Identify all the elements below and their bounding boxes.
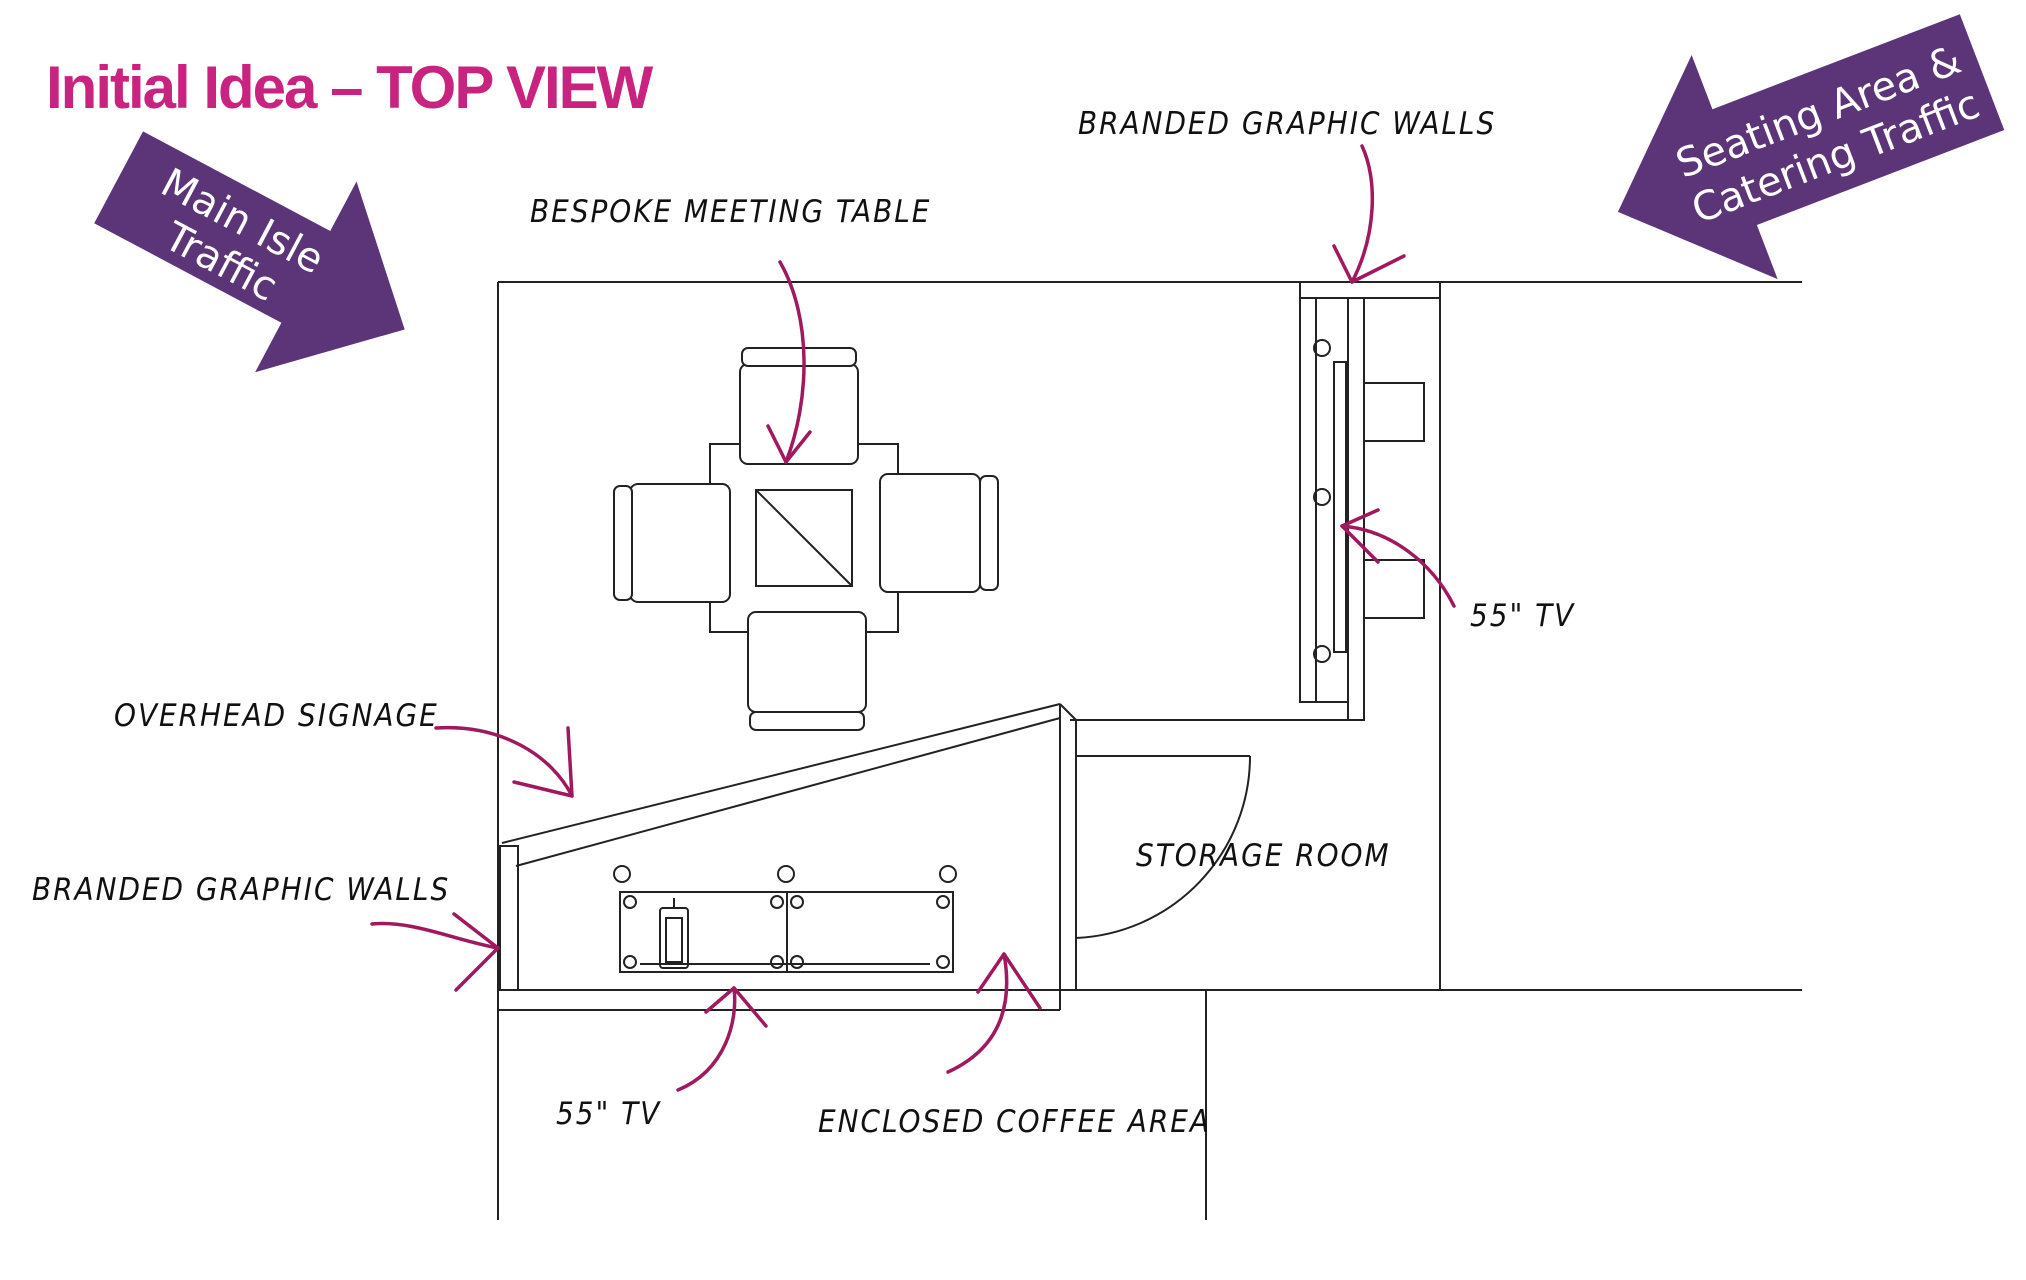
pointer-meeting-table [778,260,806,464]
label-storage-room: STORAGE ROOM [1136,838,1391,874]
main-aisle-traffic-arrow: Main Isle Traffic [94,131,405,373]
pointer-graphic-walls-left [370,921,500,950]
arrow-shape [94,131,405,373]
label-overhead-signage: OVERHEAD SIGNAGE [114,698,439,734]
plan-walls [497,281,1802,1220]
page-title: Initial Idea – TOP VIEW [46,54,654,121]
pointer-overhead-signage [434,725,574,798]
label-tv-right: 55" TV [1470,598,1575,634]
annotation-labels: BESPOKE MEETING TABLE BRANDED GRAPHIC WA… [32,106,1575,1140]
label-coffee-area: ENCLOSED COFFEE AREA [818,1104,1211,1140]
pointer-tv-right [1340,524,1456,608]
meeting-table-set [613,347,999,731]
label-graphic-walls-top: BRANDED GRAPHIC WALLS [1078,106,1496,142]
label-tv-bottom: 55" TV [556,1096,661,1132]
pointer-tv-bottom [676,986,737,1092]
label-graphic-walls-left: BRANDED GRAPHIC WALLS [32,872,450,908]
arrow-shape [1617,14,2005,280]
seating-catering-traffic-arrow: Seating Area & Catering Traffic [1617,14,2005,280]
pointer-graphic-walls-top [1350,144,1375,284]
pointer-coffee-area [946,952,1009,1074]
annotation-pointers [370,144,1456,1092]
label-meeting-table: BESPOKE MEETING TABLE [530,194,931,230]
